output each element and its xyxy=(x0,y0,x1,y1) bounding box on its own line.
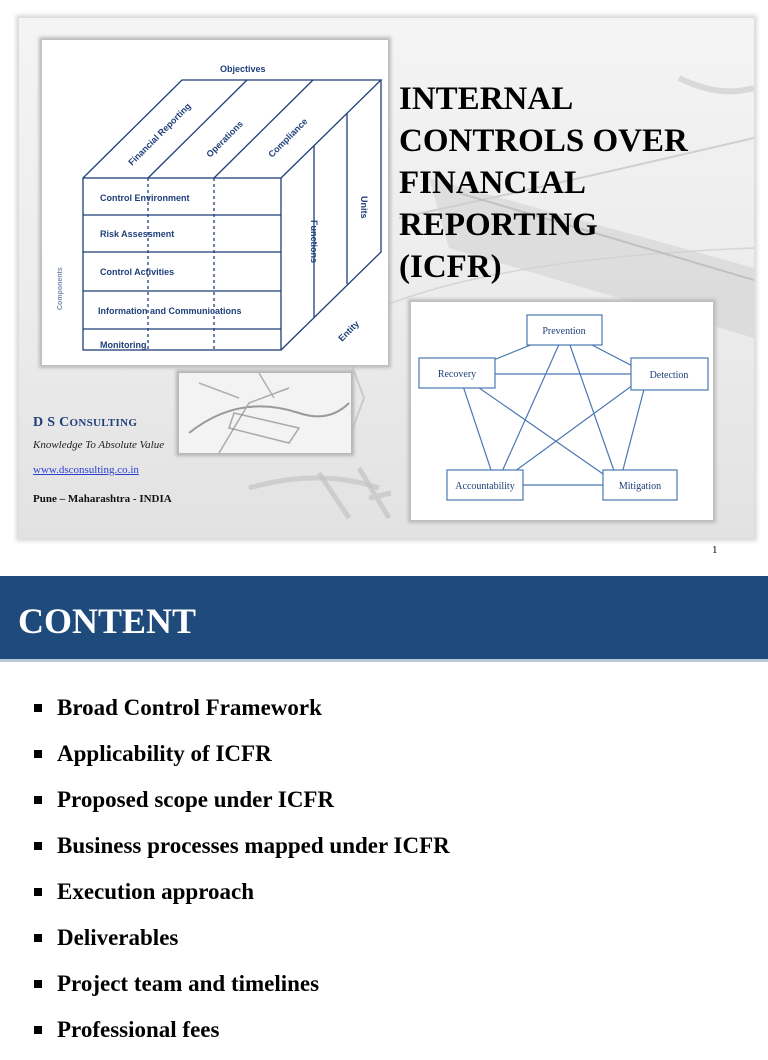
cube-column-compliance: Compliance xyxy=(266,116,309,159)
content-list-item: Broad Control Framework xyxy=(34,692,450,738)
content-header-bar: CONTENT xyxy=(0,576,768,662)
page-number: 1 xyxy=(712,544,718,556)
cube-components-label: Components xyxy=(57,267,64,310)
risk-map-image xyxy=(179,373,351,453)
bullet-icon xyxy=(34,1026,42,1034)
content-list-item: Deliverables xyxy=(34,922,450,968)
content-list-item-text: Project team and timelines xyxy=(57,971,320,996)
cycle-node-mitigation: Mitigation xyxy=(619,481,661,492)
cycle-node-recovery: Recovery xyxy=(438,369,476,380)
bullet-icon xyxy=(34,704,42,712)
bullet-icon xyxy=(34,750,42,758)
content-heading: CONTENT xyxy=(18,601,197,641)
control-cycle-diagram: Prevention Detection Mitigation Accounta… xyxy=(411,302,713,520)
content-list-item-text: Broad Control Framework xyxy=(57,695,322,720)
content-list-item: Project team and timelines xyxy=(34,968,450,1014)
company-name-prefix: D S C xyxy=(33,415,70,430)
cube-functions-label: Functions xyxy=(309,220,319,263)
cube-entity-label: Entity xyxy=(336,319,361,344)
cube-row-risk-assessment: Risk Assessment xyxy=(100,229,174,239)
bullet-icon xyxy=(34,934,42,942)
content-list-item-text: Applicability of ICFR xyxy=(57,741,272,766)
cube-column-financial-reporting: Financial Reporting xyxy=(126,101,192,167)
content-list-item-text: Deliverables xyxy=(57,925,179,950)
bullet-icon xyxy=(34,842,42,850)
company-tagline: Knowledge To Absolute Value xyxy=(33,439,165,451)
cycle-node-prevention: Prevention xyxy=(542,326,585,337)
content-list-item-text: Proposed scope under ICFR xyxy=(57,787,335,812)
content-list-item: Applicability of ICFR xyxy=(34,738,450,784)
content-list-item: Execution approach xyxy=(34,876,450,922)
content-list-item-text: Professional fees xyxy=(57,1017,220,1042)
bullet-icon xyxy=(34,888,42,896)
cube-row-monitoring: Monitoring xyxy=(100,340,147,350)
bullet-icon xyxy=(34,980,42,988)
bullet-icon xyxy=(34,796,42,804)
company-location: Pune – Maharashtra - INDIA xyxy=(33,493,172,505)
content-list-item-text: Business processes mapped under ICFR xyxy=(57,833,450,858)
title-slide: Objectives Financial Reporting Operation… xyxy=(19,18,754,538)
cycle-node-accountability: Accountability xyxy=(455,481,514,492)
cube-units-label: Units xyxy=(359,196,369,219)
company-website-link[interactable]: www.dsconsulting.co.in xyxy=(33,464,139,476)
content-list-item: Professional fees xyxy=(34,1014,450,1060)
cube-objectives-label: Objectives xyxy=(220,64,266,74)
cube-row-information-communications: Information and Communications xyxy=(98,306,242,316)
content-list-item: Business processes mapped under ICFR xyxy=(34,830,450,876)
company-name-suffix: ONSULTING xyxy=(69,417,138,429)
cycle-node-detection: Detection xyxy=(650,370,689,381)
company-name: D S CONSULTING xyxy=(33,415,137,431)
cube-row-control-activities: Control Activities xyxy=(100,267,174,277)
slide-title: INTERNAL CONTROLS OVER FINANCIAL REPORTI… xyxy=(399,81,688,285)
content-list-item-text: Execution approach xyxy=(57,879,255,904)
coso-cube-image: Objectives Financial Reporting Operation… xyxy=(42,40,388,365)
content-list-item: Proposed scope under ICFR xyxy=(34,784,450,830)
cube-row-control-environment: Control Environment xyxy=(100,193,190,203)
